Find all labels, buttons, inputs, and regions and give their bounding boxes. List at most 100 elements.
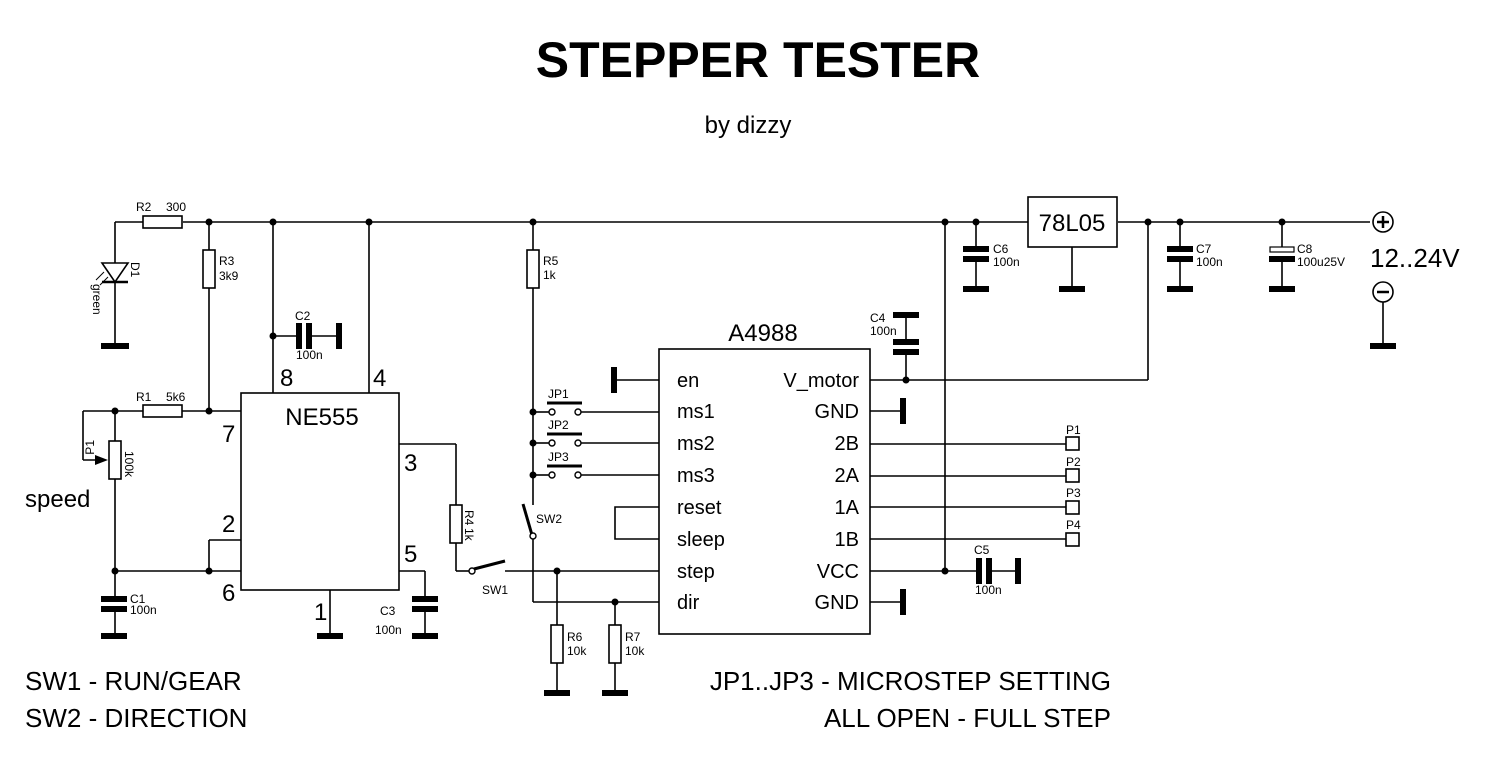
capacitor-c6: C6 100n [963, 218, 1020, 292]
a4988-pin-1b: 1B [835, 529, 859, 551]
connector-p1 [1065, 436, 1080, 451]
svg-text:SW1: SW1 [482, 583, 508, 597]
motor-connectors: P1 P2 P3 P4 [870, 423, 1081, 547]
resistor-r2: R2 300 [136, 200, 186, 229]
capacitor-c1: C1 100n [101, 539, 241, 639]
a4988-driver: A4988 enms1ms2ms3resetsleepstepdirV_moto… [611, 320, 871, 635]
svg-text:P1: P1 [83, 440, 97, 455]
svg-text:300: 300 [166, 200, 186, 214]
svg-text:1k: 1k [543, 268, 557, 282]
svg-text:R2: R2 [136, 200, 152, 214]
connector-p4 [1065, 532, 1080, 547]
supply-voltage-label: 12..24V [1370, 243, 1460, 273]
svg-text:100u25V: 100u25V [1297, 255, 1345, 269]
capacitor-c7: C7 100n [1167, 218, 1223, 292]
a4988-pin-1a: 1A [835, 497, 860, 519]
capacitor-c2: C2 100n [269, 309, 342, 362]
ne555-chip: NE555 8 4 7 2 6 3 5 1 [222, 218, 417, 639]
svg-text:8: 8 [280, 365, 293, 392]
svg-text:7: 7 [222, 421, 235, 448]
svg-text:100n: 100n [993, 255, 1020, 269]
jumper-jp2[interactable]: JP2 [529, 418, 660, 447]
svg-text:SW2: SW2 [536, 512, 562, 526]
svg-text:10k: 10k [625, 644, 645, 658]
resistor-r1: R1 5k6 [83, 390, 241, 418]
capacitor-c4: C4 100n [870, 218, 1152, 384]
svg-text:P1: P1 [1066, 423, 1081, 437]
a4988-pin-vcc: VCC [817, 561, 859, 583]
capacitor-c3: C3 100n [375, 570, 438, 639]
svg-text:C4: C4 [870, 311, 886, 325]
svg-text:100n: 100n [296, 348, 323, 362]
speed-label: speed [25, 486, 90, 513]
svg-text:5k6: 5k6 [166, 390, 186, 404]
svg-text:6: 6 [222, 580, 235, 607]
svg-text:C5: C5 [974, 543, 990, 557]
svg-text:P3: P3 [1066, 486, 1081, 500]
jumper-jp1[interactable]: JP1 [529, 387, 660, 416]
a4988-pin-sleep: sleep [677, 529, 725, 551]
svg-text:78L05: 78L05 [1039, 210, 1106, 237]
connector-p2 [1065, 468, 1080, 483]
svg-text:A4988: A4988 [728, 320, 797, 347]
svg-text:100k: 100k [122, 451, 136, 478]
supply-terminal-minus [1370, 281, 1396, 349]
a4988-pin-gnd: GND [815, 401, 859, 423]
capacitor-c8: C8 100u25V [1269, 218, 1345, 292]
svg-text:R6: R6 [567, 630, 583, 644]
resistor-r3: R3 3k9 [202, 222, 239, 411]
a4988-pin-en: en [677, 370, 699, 392]
resistor-r4: R4 1k [399, 443, 476, 572]
resistor-r5: R5 1k [526, 218, 559, 505]
connector-p3 [1065, 500, 1080, 515]
a4988-pin-reset: reset [677, 497, 722, 519]
svg-text:3k9: 3k9 [219, 269, 239, 283]
svg-text:C2: C2 [295, 309, 311, 323]
svg-text:2: 2 [222, 511, 235, 538]
svg-text:C1: C1 [130, 592, 146, 606]
svg-text:R5: R5 [543, 254, 559, 268]
svg-text:10k: 10k [567, 644, 587, 658]
resistor-r7: R7 10k [602, 598, 645, 696]
svg-text:P4: P4 [1066, 518, 1081, 532]
svg-text:C6: C6 [993, 242, 1009, 256]
svg-text:100n: 100n [1196, 255, 1223, 269]
svg-text:1: 1 [314, 599, 327, 626]
svg-text:R7: R7 [625, 630, 641, 644]
schematic-title: STEPPER TESTER [536, 32, 981, 88]
svg-text:P2: P2 [1066, 455, 1081, 469]
schematic-subtitle: by dizzy [705, 112, 792, 139]
svg-text:JP1: JP1 [548, 387, 569, 401]
a4988-pin-2a: 2A [835, 465, 860, 487]
svg-text:3: 3 [404, 450, 417, 477]
switch-sw1[interactable]: SW1 [468, 559, 659, 597]
gnd-symbol [900, 589, 906, 615]
a4988-pin-ms3: ms3 [677, 465, 715, 487]
a4988-pin-ms1: ms1 [677, 401, 715, 423]
regulator-78l05: 78L05 [1027, 196, 1118, 292]
a4988-pin-dir: dir [677, 592, 700, 614]
a4988-pin-ms2: ms2 [677, 433, 715, 455]
svg-text:4: 4 [373, 365, 386, 392]
svg-text:R4: R4 [462, 510, 476, 526]
svg-text:100n: 100n [130, 603, 157, 617]
switch-sw2[interactable]: SW2 [521, 503, 659, 603]
svg-text:1k: 1k [462, 528, 476, 542]
svg-text:100n: 100n [975, 583, 1002, 597]
svg-text:D1: D1 [128, 262, 142, 278]
supply-terminal-plus [1372, 211, 1394, 233]
led-d1: D1 green [90, 222, 142, 349]
a4988-pin-2b: 2B [835, 433, 859, 455]
potentiometer-p1: P1 100k [82, 411, 136, 571]
svg-text:R1: R1 [136, 390, 152, 404]
jumper-jp3[interactable]: JP3 [529, 450, 660, 479]
note-jumper-default: ALL OPEN - FULL STEP [824, 703, 1111, 733]
svg-text:R3: R3 [219, 254, 235, 268]
svg-text:C8: C8 [1297, 242, 1313, 256]
note-sw2: SW2 - DIRECTION [25, 703, 247, 733]
note-jumpers: JP1..JP3 - MICROSTEP SETTING [710, 666, 1111, 696]
note-sw1: SW1 - RUN/GEAR [25, 666, 242, 696]
svg-text:100n: 100n [870, 324, 897, 338]
a4988-pin-step: step [677, 561, 715, 583]
